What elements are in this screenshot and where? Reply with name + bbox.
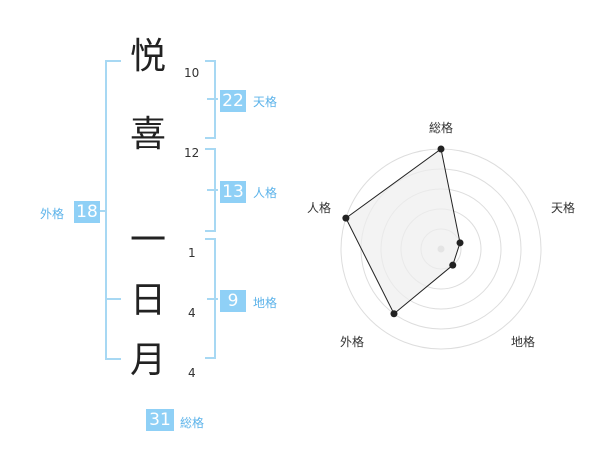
name-char-3: 一 — [129, 220, 166, 261]
gaikaku-label: 外格 — [40, 207, 65, 221]
jinkaku-tick — [207, 189, 218, 191]
stroke-count-3: 1 — [188, 246, 196, 260]
radar-point-5 — [342, 214, 350, 222]
chikaku-value-badge: 9 — [220, 290, 246, 312]
name-char-2: 喜 — [129, 114, 166, 155]
stroke-count-1: 10 — [184, 66, 200, 80]
name-char-1: 悦 — [129, 36, 166, 77]
soukaku-value-badge: 31 — [146, 409, 174, 431]
radar-point-2 — [456, 239, 464, 247]
radar-axis-label-2: 天格 — [551, 200, 575, 215]
radar-data-polygon — [345, 148, 461, 315]
tenkaku-label: 天格 — [253, 95, 278, 109]
radar-axis-label-4: 外格 — [340, 334, 364, 349]
gaikaku-divider-tick — [105, 298, 121, 300]
name-char-4: 日 — [129, 280, 166, 321]
chikaku-label: 地格 — [253, 296, 278, 310]
tenkaku-value-badge: 22 — [220, 90, 246, 112]
gaikaku-tick — [98, 210, 107, 212]
chikaku-tick — [207, 298, 218, 300]
radar-point-1 — [437, 145, 445, 153]
radar-axis-label-1: 総格 — [429, 120, 453, 135]
stroke-count-2: 12 — [184, 146, 200, 160]
gaikaku-value-badge: 18 — [74, 201, 100, 223]
tenkaku-tick — [207, 98, 218, 100]
jinkaku-label: 人格 — [253, 186, 278, 200]
name-char-5: 月 — [129, 340, 166, 381]
soukaku-label: 総格 — [180, 416, 205, 430]
stroke-count-5: 4 — [188, 366, 196, 380]
radar-point-3 — [449, 261, 457, 269]
radar-axis-label-5: 人格 — [307, 200, 331, 215]
radar-axis-label-3: 地格 — [511, 334, 535, 349]
stroke-count-4: 4 — [188, 306, 196, 320]
jinkaku-value-badge: 13 — [220, 181, 246, 203]
radar-point-4 — [390, 310, 398, 318]
